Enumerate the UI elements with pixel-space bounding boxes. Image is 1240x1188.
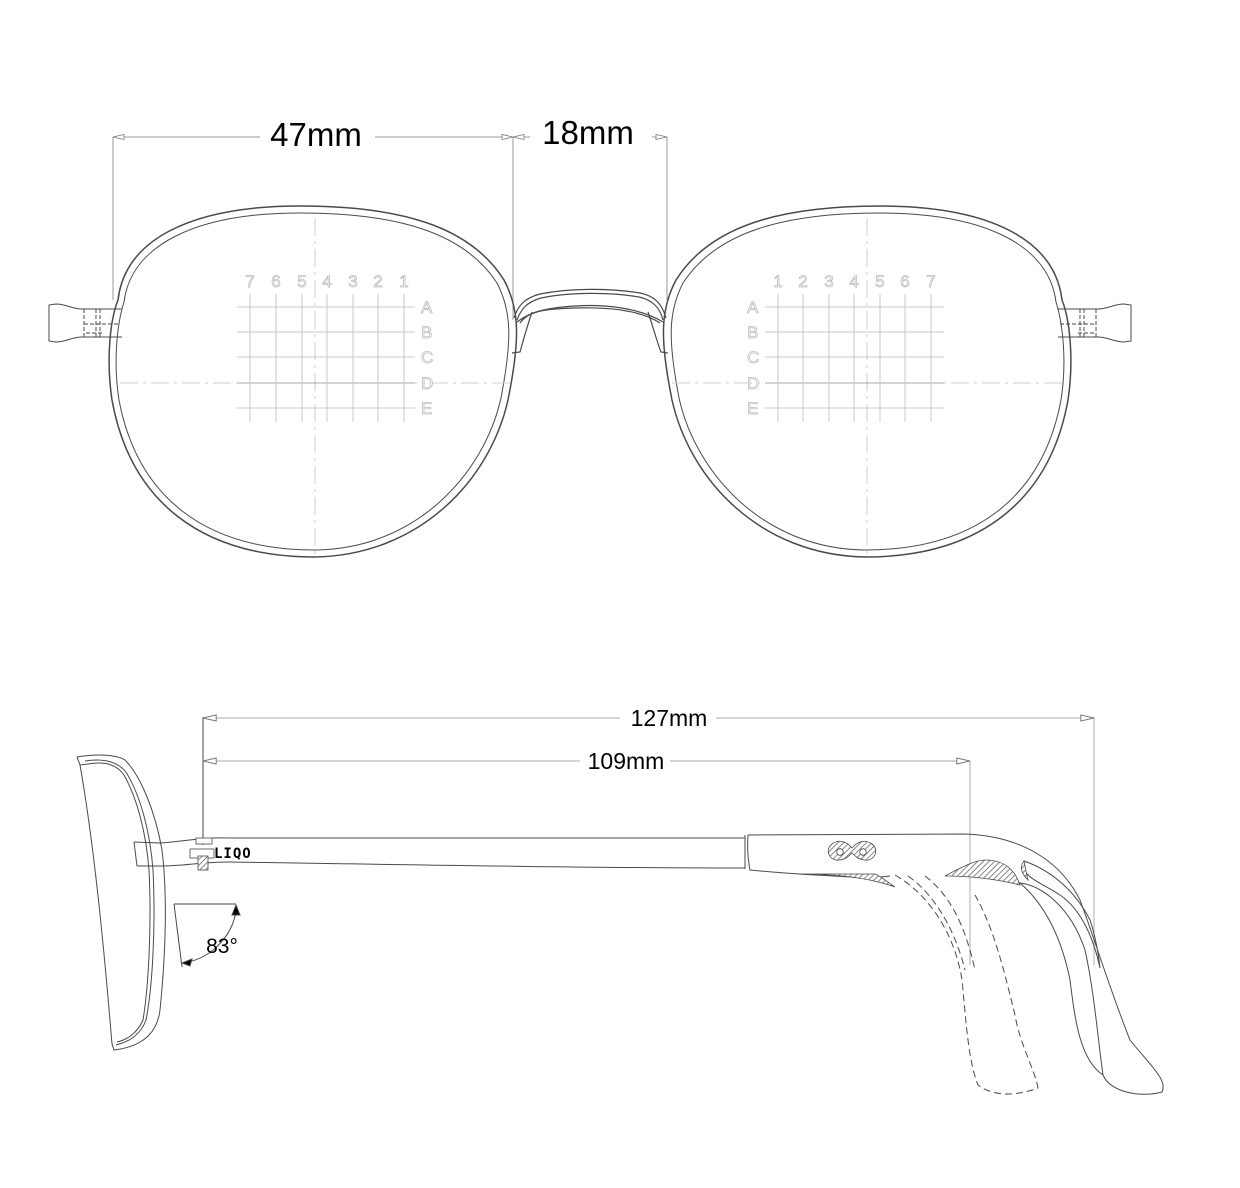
left-hinge xyxy=(48,303,122,343)
right-lens xyxy=(662,205,1072,558)
grid-row-label: D xyxy=(421,374,433,393)
left-lens-grid-row-labels: A B C D E xyxy=(421,298,434,419)
right-lens-grid-column-labels: 1 2 3 4 5 6 7 xyxy=(773,272,936,292)
lens-width-dimension: 47mm xyxy=(112,116,514,320)
grid-row-label: E xyxy=(747,399,758,418)
grid-col-label: 6 xyxy=(900,272,909,291)
grid-row-label: B xyxy=(747,323,758,342)
grid-col-label: 4 xyxy=(849,272,858,291)
bridge xyxy=(511,288,669,354)
grid-row-label: E xyxy=(421,399,432,418)
grid-col-label: 2 xyxy=(798,272,807,291)
left-lens-grid-column-labels: 7 6 5 4 3 2 1 xyxy=(245,272,409,292)
bridge-width-label: 18mm xyxy=(542,114,634,151)
front-view: 47mm 18mm xyxy=(48,114,1132,558)
pantoscopic-angle-dimension xyxy=(173,903,241,968)
right-hinge xyxy=(1058,303,1132,343)
temple-total-length-dimension: 127mm xyxy=(202,705,1095,965)
grid-col-label: 1 xyxy=(399,272,408,291)
brand-logo: LIQO xyxy=(214,846,252,862)
grid-row-label: C xyxy=(421,348,433,367)
grid-row-label: D xyxy=(747,374,759,393)
grid-row-label: C xyxy=(747,348,759,367)
grid-col-label: 5 xyxy=(875,272,884,291)
right-lens-grid xyxy=(765,294,944,422)
grid-col-label: 5 xyxy=(297,272,306,291)
grid-row-label: A xyxy=(747,298,759,317)
grid-col-label: 7 xyxy=(926,272,935,291)
grid-col-label: 3 xyxy=(348,272,357,291)
left-lens-grid xyxy=(237,294,415,422)
grid-col-label: 3 xyxy=(824,272,833,291)
temple-bend-length-dimension: 109mm xyxy=(203,748,971,965)
temple-hatched-details xyxy=(799,859,1029,888)
adjustable-ear-hook-positions xyxy=(894,874,1039,1095)
temple-bend-length-label: 109mm xyxy=(588,748,665,774)
temple-total-length-label: 127mm xyxy=(631,705,708,731)
temple-arm xyxy=(133,833,1164,1095)
grid-col-label: 7 xyxy=(245,272,254,291)
grid-col-label: 1 xyxy=(773,272,782,291)
grid-row-label: B xyxy=(421,323,432,342)
pantoscopic-angle-label: 83° xyxy=(206,935,238,958)
frame-profile xyxy=(76,754,166,1051)
grid-col-label: 4 xyxy=(322,272,331,291)
hinge-screw xyxy=(189,837,215,871)
left-lens xyxy=(108,205,518,558)
grid-col-label: 6 xyxy=(271,272,280,291)
side-view: 127mm 109mm xyxy=(76,705,1164,1095)
right-lens-grid-row-labels: A B C D E xyxy=(747,298,760,419)
figure-eight-emblem xyxy=(827,840,877,861)
lens-width-label: 47mm xyxy=(270,116,362,153)
grid-row-label: A xyxy=(421,298,433,317)
bridge-width-dimension: 18mm xyxy=(513,114,668,300)
grid-col-label: 2 xyxy=(373,272,382,291)
